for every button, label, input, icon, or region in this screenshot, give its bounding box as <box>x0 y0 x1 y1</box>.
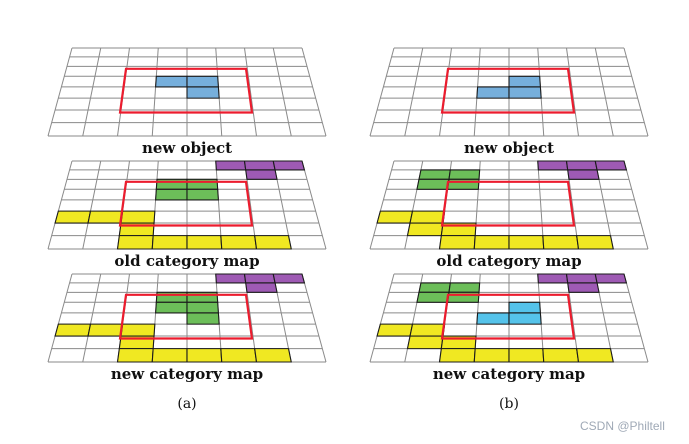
cell-yellow <box>473 348 510 363</box>
cell-yellow <box>254 235 292 250</box>
cell-purple <box>245 282 278 293</box>
cell-yellow <box>409 323 446 337</box>
cell-yellow <box>87 210 124 224</box>
cell-green <box>416 178 450 190</box>
cell-yellow <box>576 348 614 363</box>
cell-green <box>418 282 451 293</box>
cell-yellow <box>151 235 188 250</box>
cell-yellow <box>406 335 444 350</box>
cell-yellow <box>438 348 476 363</box>
red-roi-box <box>440 67 576 114</box>
cell-green <box>448 169 481 180</box>
caption-old-category-map-b: old category map <box>436 252 582 270</box>
cell-green <box>155 188 188 201</box>
caption-new-object-a: new object <box>141 139 233 157</box>
caption-new-object-b: new object <box>463 139 555 157</box>
cell-yellow <box>54 323 92 337</box>
cell-yellow <box>220 235 258 250</box>
cell-yellow <box>576 235 614 250</box>
cell-purple <box>272 160 306 171</box>
cell-purple <box>567 282 600 293</box>
grid-b-new-category-map <box>369 273 649 363</box>
cell-purple <box>537 273 569 284</box>
cell-blue <box>186 75 219 88</box>
cell-blue <box>155 75 188 88</box>
cell-purple <box>215 273 247 284</box>
red-roi-box <box>118 67 254 114</box>
cell-blue <box>508 75 541 88</box>
cell-yellow <box>116 348 154 363</box>
cell-green <box>418 169 451 180</box>
cell-yellow <box>508 235 545 250</box>
cell-yellow <box>54 210 92 224</box>
grid-a-old-category-map <box>47 160 327 250</box>
cell-blue <box>508 86 542 99</box>
cell-purple <box>245 169 278 180</box>
label-a: (a) <box>177 396 197 412</box>
cell-yellow <box>376 210 414 224</box>
cell-purple <box>594 160 628 171</box>
cell-yellow <box>116 235 154 250</box>
cell-cyan <box>476 312 510 325</box>
cell-yellow <box>409 210 446 224</box>
cell-yellow <box>473 235 510 250</box>
cell-yellow <box>542 235 580 250</box>
caption-old-category-map-a: old category map <box>114 252 260 270</box>
cell-purple <box>215 160 247 171</box>
cell-purple <box>243 273 276 284</box>
cell-yellow <box>87 323 124 337</box>
cell-yellow <box>438 235 476 250</box>
grid-b-new-object <box>369 47 649 137</box>
cell-yellow <box>542 348 580 363</box>
cell-cyan <box>508 301 541 314</box>
cell-green <box>416 291 450 303</box>
cell-purple <box>567 169 600 180</box>
cell-blue <box>186 86 220 99</box>
grid-b-old-category-map <box>369 160 649 250</box>
cell-purple <box>565 160 598 171</box>
red-roi-box <box>118 293 254 340</box>
cell-yellow <box>254 348 292 363</box>
cell-yellow <box>186 235 223 250</box>
caption-new-category-map-a: new category map <box>110 365 264 383</box>
cell-blue <box>476 86 510 99</box>
cell-yellow <box>151 348 188 363</box>
red-roi-box <box>440 180 576 227</box>
cell-yellow <box>220 348 258 363</box>
caption-new-category-map-b: new category map <box>432 365 586 383</box>
cell-purple <box>565 273 598 284</box>
cell-cyan <box>508 312 542 325</box>
cell-green <box>186 312 220 325</box>
grid-a-new-category-map <box>47 273 327 363</box>
cell-yellow <box>120 323 156 337</box>
grid-a-new-object <box>47 47 327 137</box>
red-roi-box <box>440 293 576 340</box>
cell-purple <box>537 160 569 171</box>
cell-green <box>448 282 481 293</box>
label-b: (b) <box>499 396 519 412</box>
cell-purple <box>272 273 306 284</box>
cell-yellow <box>186 348 223 363</box>
cell-purple <box>243 160 276 171</box>
cell-green <box>186 301 219 314</box>
cell-yellow <box>406 222 444 237</box>
cell-yellow <box>508 348 545 363</box>
cell-yellow <box>120 210 156 224</box>
cell-yellow <box>376 323 414 337</box>
cell-purple <box>594 273 628 284</box>
cell-green <box>155 301 188 314</box>
watermark: CSDN @Philtell <box>580 419 665 433</box>
red-roi-box <box>118 180 254 227</box>
cell-green <box>186 188 219 201</box>
